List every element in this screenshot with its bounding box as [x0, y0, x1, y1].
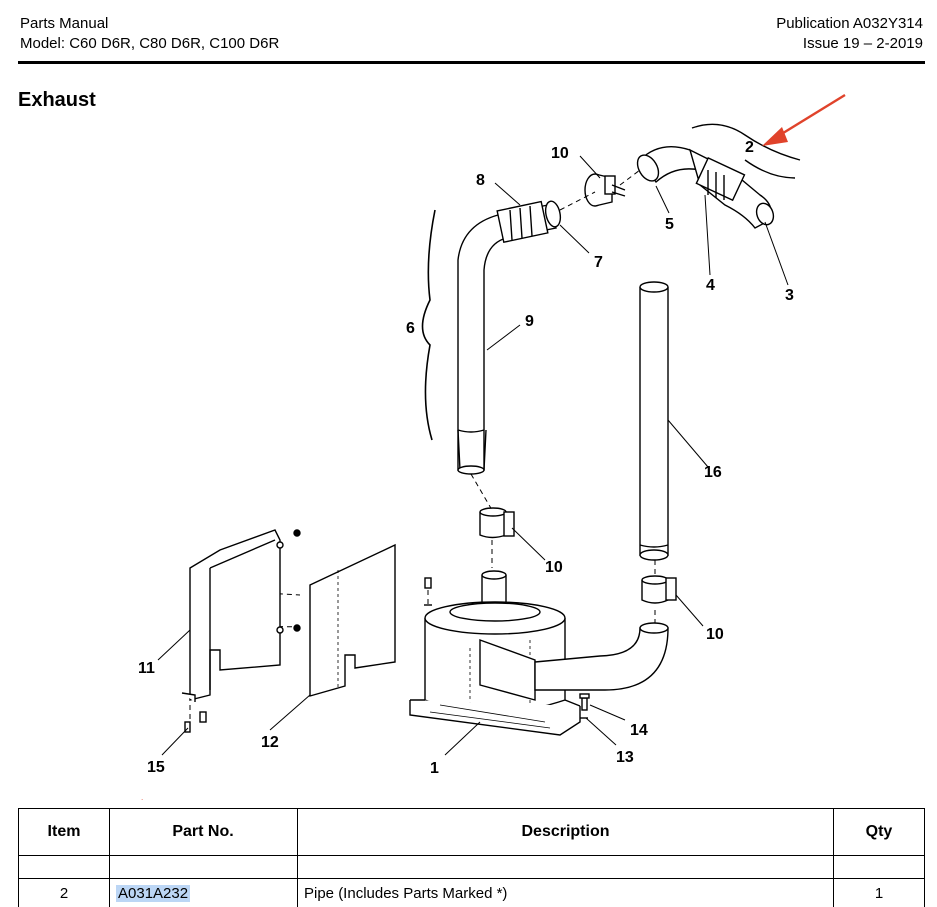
- arrow-to-callout-2: [775, 95, 845, 138]
- callout-7: 7: [594, 254, 603, 271]
- cell-description: Pipe (Includes Parts Marked *): [298, 879, 834, 907]
- callout-10-top: 10: [551, 145, 569, 162]
- table-spacer-row: [19, 856, 925, 879]
- callout-15: 15: [147, 759, 165, 776]
- arrowhead-callout-2: [762, 127, 788, 146]
- callout-8: 8: [476, 172, 485, 189]
- callout-12: 12: [261, 734, 279, 751]
- callout-3: 3: [785, 287, 794, 304]
- bent-pipe-upper: [633, 147, 776, 228]
- part-number-highlight[interactable]: A031A232: [116, 885, 190, 902]
- bolts-13-14: [580, 694, 589, 718]
- heat-shield-12: [310, 545, 395, 696]
- heat-shield-11: [190, 530, 300, 700]
- exhaust-exploded-diagram: 1 2 3 4 5 6 7 8 9 10 10 10 10 11 12 13 1…: [0, 0, 937, 800]
- callout-4: 4: [706, 277, 715, 294]
- col-description-header: Description: [298, 809, 834, 856]
- clamp-lower: [642, 576, 676, 603]
- clamp-middle: [480, 508, 514, 538]
- callout-6: 6: [406, 320, 415, 337]
- pipe-9: [458, 205, 556, 474]
- callout-9: 9: [525, 313, 534, 330]
- callout-10-lower: 10: [706, 626, 724, 643]
- callout-11: 11: [138, 660, 155, 677]
- callout-13: 13: [616, 749, 634, 766]
- callout-1: 1: [430, 760, 439, 777]
- callout-14: 14: [630, 722, 648, 739]
- break-line-2b: [745, 160, 795, 178]
- table-row[interactable]: 2 A031A232 Pipe (Includes Parts Marked *…: [19, 879, 925, 907]
- bracket-6: [423, 210, 436, 440]
- callout-2: 2: [745, 139, 754, 156]
- cell-item: 2: [19, 879, 110, 907]
- pipe-16: [640, 282, 668, 560]
- cell-qty: 1: [834, 879, 925, 907]
- callout-labels: 1 2 3 4 5 6 7 8 9 10 10 10 10 11 12 13 1…: [0, 0, 794, 777]
- col-part-header: Part No.: [110, 809, 298, 856]
- col-qty-header: Qty: [834, 809, 925, 856]
- cell-part-no[interactable]: A031A232: [110, 879, 298, 907]
- table-header-row: Item Part No. Description Qty: [19, 809, 925, 856]
- screws-15: [182, 693, 206, 732]
- col-item-header: Item: [19, 809, 110, 856]
- clamp-top: [585, 174, 625, 206]
- callout-16: 16: [704, 464, 722, 481]
- callout-10-middle: 10: [545, 559, 563, 576]
- callout-5: 5: [665, 216, 674, 233]
- parts-table: Item Part No. Description Qty 2 A031A232…: [18, 808, 925, 907]
- coupling-7-8: [497, 200, 562, 242]
